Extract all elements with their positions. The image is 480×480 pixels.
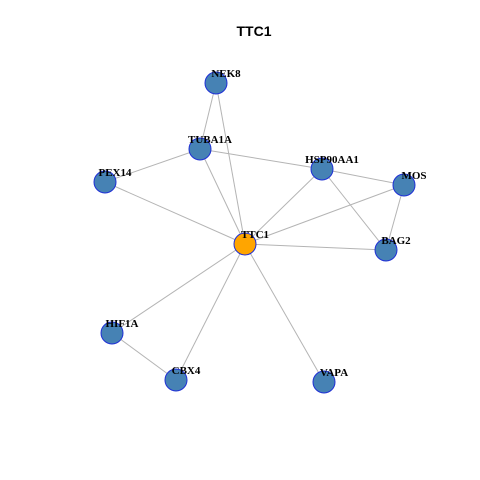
node-hif1a xyxy=(100,321,124,345)
edge-hsp90aa1-mos xyxy=(321,168,405,186)
node-cbx4 xyxy=(164,368,188,392)
edge-tuba1a-hsp90aa1 xyxy=(199,148,323,170)
edge-hsp90aa1-bag2 xyxy=(321,168,387,251)
edge-ttc1-bag2 xyxy=(244,243,387,251)
node-tuba1a xyxy=(188,137,212,161)
node-label-pex14: PEX14 xyxy=(99,167,133,179)
node-label-nek8: NEK8 xyxy=(211,68,241,80)
edge-tuba1a-ttc1 xyxy=(199,148,246,245)
node-vapa xyxy=(312,370,336,394)
node-label-ttc1: TTC1 xyxy=(241,229,269,241)
node-label-cbx4: CBX4 xyxy=(172,365,201,377)
node-layer xyxy=(93,71,416,394)
edge-pex14-ttc1 xyxy=(104,181,246,245)
edge-hif1a-cbx4 xyxy=(111,332,177,381)
node-pex14 xyxy=(93,170,117,194)
node-label-bag2: BAG2 xyxy=(381,235,411,247)
edge-nek8-ttc1 xyxy=(215,82,246,245)
edge-ttc1-hif1a xyxy=(111,243,246,334)
edge-ttc1-vapa xyxy=(244,243,325,383)
node-label-tuba1a: TUBA1A xyxy=(188,134,232,146)
node-nek8 xyxy=(204,71,228,95)
node-label-hsp90aa1: HSP90AA1 xyxy=(305,154,359,166)
node-label-hif1a: HIF1A xyxy=(106,318,139,330)
node-label-vapa: VAPA xyxy=(320,367,348,379)
diagram-title: TTC1 xyxy=(237,23,272,39)
node-mos xyxy=(392,173,416,197)
node-hsp90aa1 xyxy=(310,157,334,181)
edge-mos-ttc1 xyxy=(244,184,405,245)
node-ttc1 xyxy=(233,232,257,256)
node-bag2 xyxy=(374,238,398,262)
node-label-mos: MOS xyxy=(401,170,426,182)
edge-hsp90aa1-ttc1 xyxy=(244,168,323,245)
edge-tuba1a-pex14 xyxy=(104,148,201,183)
edge-ttc1-cbx4 xyxy=(175,243,246,381)
